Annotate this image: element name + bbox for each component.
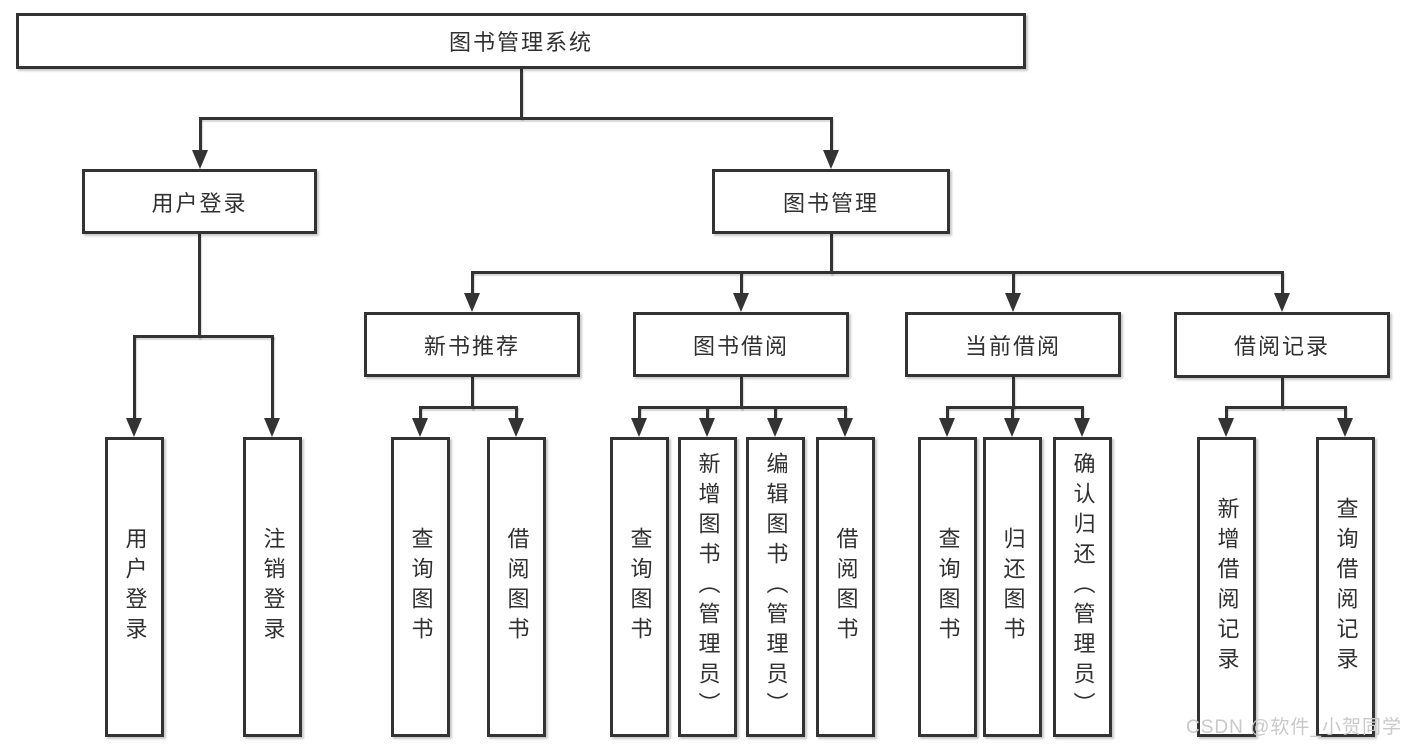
leaf-user-login: 用户登录 [105, 437, 164, 737]
connector-nbr-stem [471, 377, 474, 409]
leaf-bb-add-books-admin-label: 新增图书（管理员） [695, 452, 721, 722]
connector-bb-split [638, 406, 847, 409]
connector-to-leaf [638, 406, 641, 421]
leaf-br-query-record: 查询借阅记录 [1316, 437, 1375, 737]
connector-to-leaf [1225, 406, 1228, 421]
connector-book-management-split [471, 271, 1283, 274]
node-book-management: 图书管理 [712, 169, 950, 234]
leaf-br-add-record: 新增借阅记录 [1197, 437, 1256, 737]
arrow-down-icon [464, 293, 480, 312]
leaf-bb-edit-books-admin: 编辑图书（管理员） [746, 437, 805, 737]
arrow-down-icon [1218, 418, 1234, 437]
arrow-down-icon [1004, 418, 1020, 437]
connector-to-leaf-user-login [133, 335, 136, 421]
connector-to-leaf [706, 406, 709, 421]
leaf-br-query-record-label: 查询借阅记录 [1333, 497, 1359, 677]
connector-to-leaf [419, 406, 422, 421]
connector-br-split [1225, 406, 1346, 409]
csdn-watermark: CSDN @软件_小贺同学 [1186, 717, 1402, 738]
connector-nbr-split [419, 406, 518, 409]
arrow-down-icon [939, 418, 955, 437]
connector-to-leaf [515, 406, 518, 421]
connector-to-leaf [844, 406, 847, 421]
leaf-logout: 注销登录 [243, 437, 302, 737]
connector-to-current-borrow [1012, 271, 1015, 296]
leaf-bb-borrow-books-label: 借阅图书 [833, 527, 859, 647]
leaf-cb-query-books: 查询图书 [918, 437, 977, 737]
leaf-nbr-borrow-books-label: 借阅图书 [504, 527, 530, 647]
arrow-down-icon [837, 418, 853, 437]
connector-root-stem [520, 69, 523, 119]
arrow-down-icon [1337, 418, 1353, 437]
arrow-down-icon [767, 418, 783, 437]
arrow-down-icon [126, 418, 142, 437]
leaf-bb-add-books-admin: 新增图书（管理员） [678, 437, 737, 737]
connector-to-borrow-records [1281, 271, 1284, 296]
leaf-br-add-record-label: 新增借阅记录 [1214, 497, 1240, 677]
connector-to-leaf-logout [271, 335, 274, 421]
arrow-down-icon [1074, 418, 1090, 437]
connector-to-new-book-recommend [471, 271, 474, 296]
connector-cb-split [946, 406, 1083, 409]
leaf-nbr-query-books-label: 查询图书 [408, 527, 434, 647]
leaf-bb-query-books: 查询图书 [610, 437, 669, 737]
connector-book-management-stem [830, 234, 833, 274]
arrow-down-icon [192, 150, 208, 169]
leaf-user-login-label: 用户登录 [122, 527, 148, 647]
leaf-cb-confirm-return-admin-label: 确认归还（管理员） [1070, 452, 1096, 722]
leaf-bb-edit-books-admin-label: 编辑图书（管理员） [763, 452, 789, 722]
arrow-down-icon [733, 293, 749, 312]
leaf-cb-confirm-return-admin: 确认归还（管理员） [1053, 437, 1112, 737]
connector-root-split [199, 117, 832, 120]
connector-user-login-stem [198, 234, 201, 338]
leaf-bb-borrow-books: 借阅图书 [816, 437, 875, 737]
arrow-down-icon [264, 418, 280, 437]
leaf-cb-query-books-label: 查询图书 [935, 527, 961, 647]
node-user-login: 用户登录 [82, 169, 317, 234]
leaf-cb-return-books: 归还图书 [983, 437, 1042, 737]
node-new-book-recommend-label: 新书推荐 [423, 333, 520, 359]
connector-to-leaf [1344, 406, 1347, 421]
node-new-book-recommend: 新书推荐 [364, 312, 580, 377]
connector-to-leaf [1081, 406, 1084, 421]
arrow-down-icon [699, 418, 715, 437]
node-book-borrow: 图书借阅 [633, 312, 849, 377]
leaf-bb-query-books-label: 查询图书 [627, 527, 653, 647]
leaf-cb-return-books-label: 归还图书 [1000, 527, 1026, 647]
connector-bb-stem [740, 377, 743, 409]
connector-user-login-split [133, 335, 274, 338]
node-current-borrow-label: 当前借阅 [964, 333, 1061, 359]
connector-br-stem [1281, 378, 1284, 409]
node-user-login-label: 用户登录 [151, 190, 248, 216]
arrow-down-icon [508, 418, 524, 437]
arrow-down-icon [1274, 293, 1290, 312]
node-root: 图书管理系统 [16, 13, 1026, 69]
node-borrow-records: 借阅记录 [1174, 312, 1390, 378]
connector-to-book-borrow [740, 271, 743, 296]
leaf-logout-label: 注销登录 [260, 527, 286, 647]
connector-to-leaf [946, 406, 949, 421]
connector-to-leaf [774, 406, 777, 421]
node-borrow-records-label: 借阅记录 [1233, 334, 1330, 359]
arrow-down-icon [1005, 293, 1021, 312]
node-book-borrow-label: 图书借阅 [692, 333, 789, 359]
arrow-down-icon [412, 418, 428, 437]
leaf-nbr-query-books: 查询图书 [391, 437, 450, 737]
node-root-label: 图书管理系统 [448, 30, 593, 55]
node-current-borrow: 当前借阅 [905, 312, 1121, 377]
connector-cb-stem [1012, 377, 1015, 409]
arrow-down-icon [823, 150, 839, 169]
connector-to-leaf [1011, 406, 1014, 421]
node-book-management-label: 图书管理 [782, 190, 879, 216]
arrow-down-icon [631, 418, 647, 437]
connector-to-user-login [199, 117, 202, 152]
connector-to-book-management [830, 117, 833, 152]
leaf-nbr-borrow-books: 借阅图书 [487, 437, 546, 737]
